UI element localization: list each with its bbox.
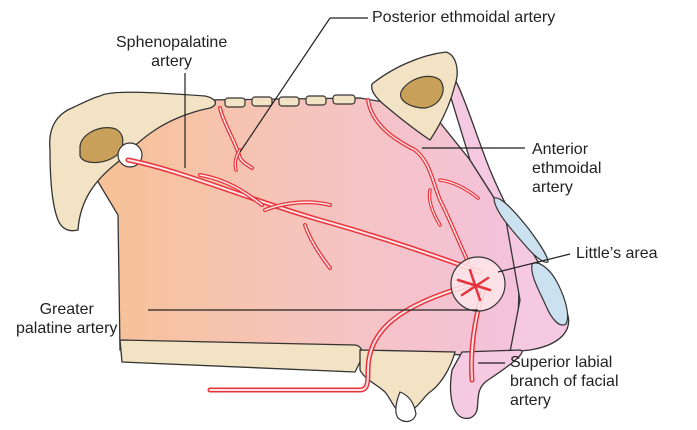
label-greater-palatine-artery: Greater palatine artery (16, 300, 117, 338)
label-anterior-ethmoidal-artery: Anterior ethmoidal artery (532, 140, 601, 197)
label-posterior-ethmoidal-artery: Posterior ethmoidal artery (372, 8, 555, 27)
label-sphenopalatine-artery: Sphenopalatine artery (116, 33, 227, 71)
hard-palate (120, 340, 362, 372)
label-superior-labial-branch: Superior labial branch of facial artery (510, 353, 619, 410)
label-littles-area: Little’s area (576, 244, 658, 263)
